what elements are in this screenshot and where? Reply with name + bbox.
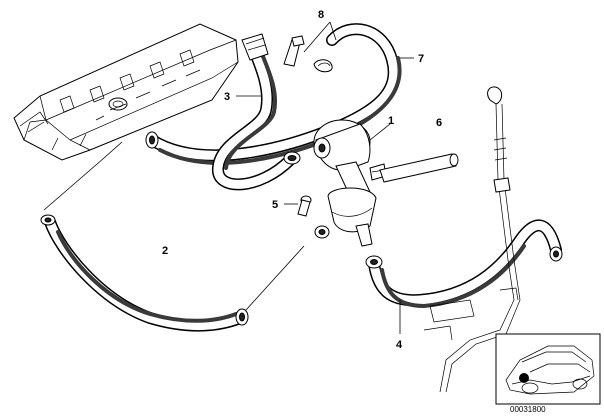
callout-5: 5 — [272, 199, 278, 211]
leader-lines — [43, 21, 414, 334]
valve-cover — [13, 23, 239, 161]
callout-1: 1 — [388, 115, 394, 127]
part-6-pipe — [379, 153, 459, 183]
part-1-valve — [313, 119, 387, 247]
callout-7: 7 — [418, 53, 424, 65]
document-number: 00031800 — [510, 405, 546, 414]
callout-6: 6 — [436, 117, 442, 129]
vehicle-location-thumbnail — [495, 333, 601, 405]
hose-2 — [40, 214, 249, 332]
hose-3 — [212, 33, 301, 191]
hose-4 — [365, 219, 563, 309]
callout-4: 4 — [396, 339, 403, 351]
callout-2: 2 — [162, 245, 168, 257]
callout-3: 3 — [224, 91, 230, 103]
callout-8: 8 — [318, 9, 324, 21]
dipstick-guide-tube — [423, 86, 521, 393]
part-5-screw — [297, 195, 312, 217]
part-8-fitting — [283, 35, 333, 73]
